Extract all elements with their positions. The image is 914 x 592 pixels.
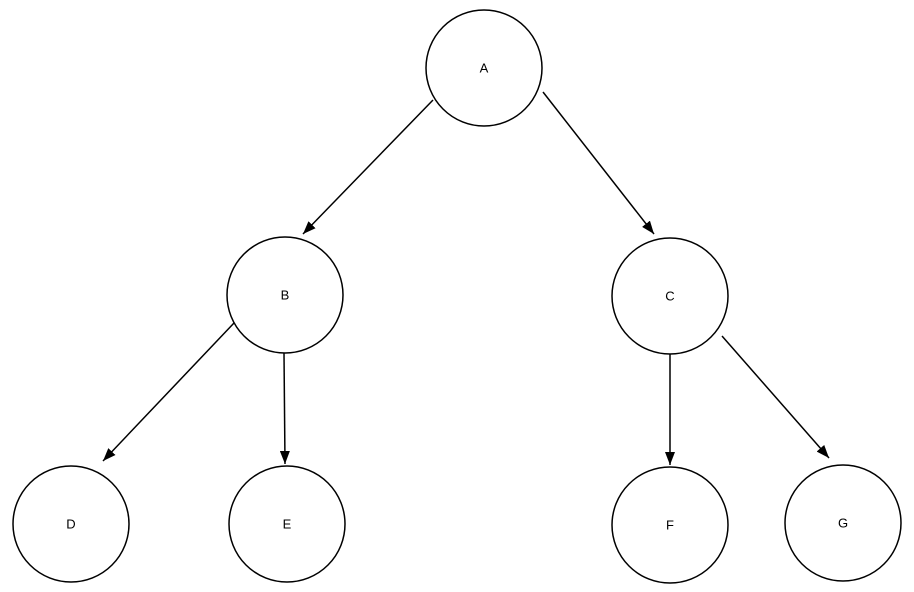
node-C: C <box>611 237 729 355</box>
node-circle <box>226 236 344 354</box>
node-label: F <box>666 518 674 533</box>
edges-layer <box>102 91 830 465</box>
node-label: B <box>281 288 290 303</box>
node-label: C <box>665 289 674 304</box>
node-circle <box>784 464 902 582</box>
node-circle <box>228 465 346 583</box>
node-G: G <box>784 464 902 582</box>
edge-A-C <box>542 91 655 235</box>
node-label: D <box>66 517 75 532</box>
node-circle <box>12 465 130 583</box>
node-circle <box>611 466 729 584</box>
edge-C-G <box>721 335 830 459</box>
node-A: A <box>425 9 543 127</box>
node-circle <box>425 9 543 127</box>
node-E: E <box>228 465 346 583</box>
nodes-layer: A B C D E F G <box>12 9 902 584</box>
node-B: B <box>226 236 344 354</box>
node-D: D <box>12 465 130 583</box>
edge-A-B <box>302 99 434 235</box>
edge-B-D <box>102 322 235 462</box>
node-label: G <box>838 516 848 531</box>
node-circle <box>611 237 729 355</box>
node-label: E <box>283 517 292 532</box>
edge-B-E <box>279 352 290 465</box>
node-label: A <box>480 61 489 76</box>
node-F: F <box>611 466 729 584</box>
